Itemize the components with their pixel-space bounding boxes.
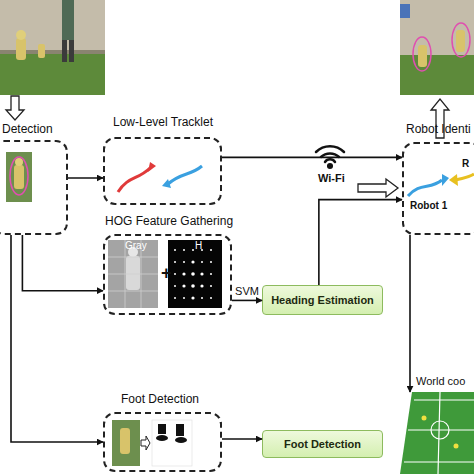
detection-box: Detection (0, 140, 68, 235)
world-field (400, 392, 474, 474)
flow-connector (409, 235, 411, 392)
flow-connector (68, 177, 103, 179)
wifi-label: Wi-Fi (318, 172, 345, 184)
node-text: Gray (125, 240, 147, 251)
tracklet-arrows (118, 162, 202, 192)
camera-photo (0, 0, 105, 95)
node-title: Detection (2, 123, 53, 136)
node-title: Robot Identi (406, 123, 471, 136)
flow-connector (222, 438, 262, 440)
wifi-symbol (316, 146, 344, 168)
foot-box: Foot Detection (103, 412, 222, 472)
tracklet-box: Low-Level Tracklet (103, 137, 222, 205)
flow-connector (232, 300, 262, 302)
world-box: World coo (400, 392, 474, 474)
edge-label: SVM (235, 285, 259, 297)
hog-box: HOG Feature GatheringGray+H (103, 234, 232, 315)
robot-crop (6, 152, 32, 202)
process-box: Heading Estimation (262, 285, 383, 315)
node-text: + (161, 264, 172, 284)
node-text: H (195, 240, 202, 251)
node-title: World coo (416, 375, 465, 387)
flow-connector (11, 235, 103, 442)
hog-image (168, 240, 222, 308)
identified-photo (400, 0, 474, 95)
identity-arrows (408, 174, 474, 196)
node-text: R (462, 158, 469, 169)
node-title: Low-Level Tracklet (113, 116, 213, 129)
flow-connector (22, 235, 103, 291)
node-title: Foot Detection (121, 393, 199, 406)
flow-connector (222, 157, 402, 159)
node-title: HOG Feature Gathering (105, 215, 233, 228)
identification-box: Robot IdentiRobot 1R (402, 142, 474, 235)
node-title: Foot Detection (284, 438, 361, 450)
node-text: Robot 1 (410, 200, 447, 211)
node-title: Heading Estimation (271, 294, 374, 306)
foot-images (112, 420, 192, 466)
wifi-arrow (358, 179, 398, 197)
gray-image (108, 240, 158, 308)
flow-arrow (6, 96, 24, 120)
flow-connector (319, 200, 402, 285)
process-box: Foot Detection (262, 430, 383, 458)
